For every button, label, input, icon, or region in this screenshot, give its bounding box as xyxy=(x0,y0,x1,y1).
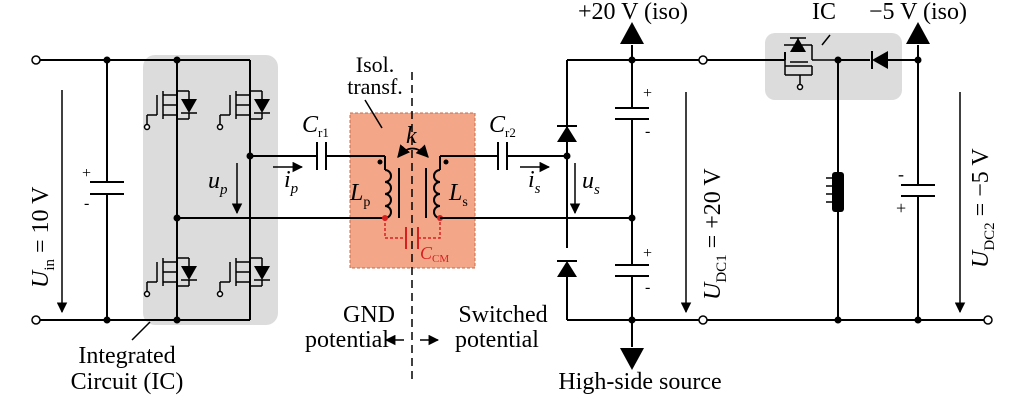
input-cap-minus: - xyxy=(84,195,89,212)
rectifier-diodes xyxy=(557,59,700,320)
cr1-label: Cr1 xyxy=(302,112,329,140)
ic-switch-pointer xyxy=(821,34,831,46)
ic-small-label: IC xyxy=(812,0,836,25)
neg-rail xyxy=(838,22,935,320)
up-label: up xyxy=(208,168,228,198)
output-rails xyxy=(567,55,993,325)
neg-supply-label: −5 V (iso) xyxy=(869,0,967,25)
transformer-pointer xyxy=(364,99,383,129)
ic-label-line2: Circuit (IC) xyxy=(71,369,184,395)
output-cap-column xyxy=(615,22,649,370)
transformer-label-line1: Isol. xyxy=(356,52,395,77)
gnd-label-line2: potential xyxy=(305,327,389,353)
load-inductor xyxy=(826,60,844,320)
ip-label: ip xyxy=(284,167,299,197)
c2-plus: + xyxy=(643,245,652,262)
transformer-label-line2: transf. xyxy=(347,74,403,99)
c1-minus: - xyxy=(645,123,650,140)
vdc2-label: UDC2 = −5 V xyxy=(968,148,998,268)
coupling-label: k xyxy=(406,123,417,149)
switched-label-line2: potential xyxy=(455,327,539,353)
ic-label-pointer xyxy=(131,321,151,341)
transformer-windings xyxy=(377,144,449,219)
primary-wiring xyxy=(177,142,385,219)
mosfet-top-left xyxy=(143,87,197,131)
c1-plus: + xyxy=(643,85,652,102)
c2-minus: - xyxy=(645,279,650,296)
input-cap-plus: + xyxy=(82,165,91,182)
top-supply-label: +20 V (iso) xyxy=(578,0,688,25)
ls-label: Ls xyxy=(448,180,468,210)
gnd-label-line1: GND xyxy=(343,302,395,328)
ccm-label: CCM xyxy=(420,243,449,265)
mosfet-bottom-left xyxy=(143,257,197,298)
cr2-label: Cr2 xyxy=(489,112,516,140)
mosfet-bottom-right xyxy=(216,257,270,298)
vdc1-label: UDC1 = +20 V xyxy=(700,168,730,300)
is-label: is xyxy=(528,167,541,197)
cm-capacitance xyxy=(382,215,443,249)
lp-label: Lp xyxy=(349,180,370,210)
ic-label-line1: Integrated xyxy=(78,343,175,369)
c3-minus: - xyxy=(898,164,904,184)
vin-label: Uin = 10 V xyxy=(28,186,58,288)
high-side-label: High-side source xyxy=(558,369,721,395)
c3-plus: + xyxy=(896,198,906,218)
ic-switch xyxy=(784,37,842,91)
us-label: us xyxy=(582,168,600,198)
mosfet-top-right xyxy=(216,90,270,131)
secondary-wiring xyxy=(440,142,636,222)
input-rails xyxy=(31,55,250,325)
switched-label-line1: Switched xyxy=(458,302,547,328)
